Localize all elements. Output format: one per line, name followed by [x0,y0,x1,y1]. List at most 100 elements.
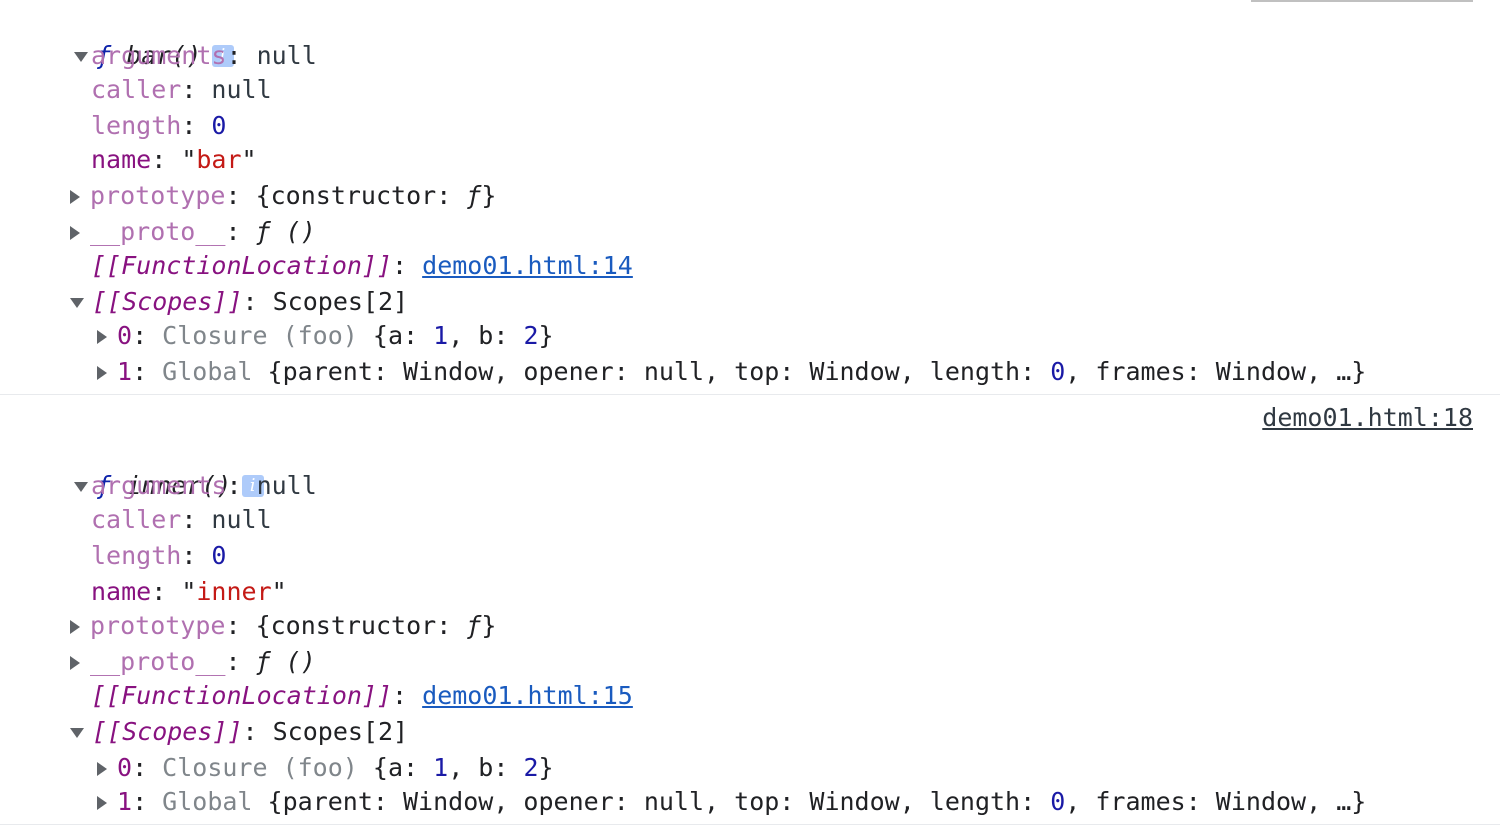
prop-key: prototype [90,181,226,210]
prop-key: [[Scopes]] [92,717,243,746]
scope-body: {a: [372,753,434,782]
expanded-triangle-icon[interactable] [74,482,89,492]
function-header-inner[interactable]: ƒ inner() i [44,432,264,500]
prop-value: {constructor: [255,611,467,640]
scope-body: {a: [372,321,434,350]
scope-value: 2 [523,753,539,782]
function-symbol: ƒ [96,41,112,70]
function-symbol: ƒ [466,611,482,640]
prop-key: __proto__ [90,647,226,676]
scope-index: 1 [117,357,133,386]
prop-value: {constructor: [255,181,467,210]
collapsed-triangle-icon[interactable] [97,366,107,380]
prop-proto[interactable]: __proto__: ƒ () [70,644,316,680]
scope-body-end: , frames: Window, …} [1065,357,1367,386]
prop-value: null [211,75,272,104]
function-location-link[interactable]: demo01.html:14 [422,251,633,280]
console-message-divider [0,394,1500,395]
collapsed-triangle-icon[interactable] [97,762,107,776]
scope-index: 0 [117,753,133,782]
scope-body-end: } [538,753,554,782]
function-name: bar() [126,41,202,70]
prop-value: inner [196,577,272,606]
prop-value: 0 [211,541,227,570]
scope-global[interactable]: 1: Global {parent: Window, opener: null,… [97,354,1366,390]
prop-key: arguments [91,471,227,500]
scope-value: 1 [433,321,449,350]
prop-value: null [211,505,272,534]
scope-body: {parent: Window, opener: null, top: Wind… [267,357,1051,386]
collapsed-triangle-icon[interactable] [97,330,107,344]
prop-arguments: arguments: null [91,471,317,500]
scope-closure[interactable]: 0: Closure (foo) {a: 1, b: 2} [97,750,554,786]
info-icon[interactable]: i [241,475,264,497]
prop-value: Scopes[2] [272,287,409,316]
prop-caller: caller: null [91,75,272,104]
expanded-triangle-icon[interactable] [70,728,84,738]
prop-value-end: } [481,181,497,210]
prop-key: caller [91,75,182,104]
console-message-divider [0,824,1500,825]
info-icon[interactable]: i [211,45,234,67]
prop-key: name [91,577,152,606]
prop-function-location: [[FunctionLocation]]: demo01.html:15 [91,681,633,710]
scope-value: 1 [433,753,449,782]
prop-value: 0 [211,111,227,140]
prop-name: name: "inner" [91,577,287,606]
prop-key: __proto__ [90,217,226,246]
prop-key: caller [91,505,182,534]
scope-body-end: } [538,321,554,350]
prop-value: ƒ () [255,647,316,676]
scope-type: Global [162,787,253,816]
prop-function-location: [[FunctionLocation]]: demo01.html:14 [91,251,633,280]
function-header-bar[interactable]: ƒ bar() i [44,2,234,70]
previous-source-link-underline [1251,0,1473,2]
prop-prototype[interactable]: prototype: {constructor: ƒ} [70,178,496,214]
prop-value: bar [196,145,242,174]
prop-value: null [256,41,317,70]
scope-value: 2 [523,321,539,350]
prop-arguments: arguments: null [91,41,317,70]
scope-closure[interactable]: 0: Closure (foo) {a: 1, b: 2} [97,318,554,354]
collapsed-triangle-icon[interactable] [70,190,80,204]
prop-value: ƒ () [255,217,316,246]
scope-body: {parent: Window, opener: null, top: Wind… [267,787,1051,816]
scope-body: , b: [448,753,524,782]
scope-type: Closure (foo) [162,321,358,350]
scope-type: Global [162,357,253,386]
collapsed-triangle-icon[interactable] [97,796,107,810]
scope-type: Closure (foo) [162,753,358,782]
prop-proto[interactable]: __proto__: ƒ () [70,214,316,250]
collapsed-triangle-icon[interactable] [70,656,80,670]
prop-prototype[interactable]: prototype: {constructor: ƒ} [70,608,496,644]
function-symbol: ƒ [96,471,112,500]
source-link[interactable]: demo01.html:18 [1262,403,1473,432]
collapsed-triangle-icon[interactable] [70,226,80,240]
function-name: inner() [126,471,232,500]
scope-value: 0 [1050,357,1066,386]
function-location-link[interactable]: demo01.html:15 [422,681,633,710]
scope-index: 0 [117,321,133,350]
collapsed-triangle-icon[interactable] [70,620,80,634]
prop-name: name: "bar" [91,145,257,174]
prop-scopes[interactable]: [[Scopes]]: Scopes[2] [70,714,408,750]
prop-value: Scopes[2] [272,717,409,746]
scope-index: 1 [117,787,133,816]
prop-key: length [91,111,182,140]
prop-key: [[FunctionLocation]] [91,681,393,710]
scope-value: 0 [1050,787,1066,816]
prop-value-end: } [481,611,497,640]
scope-body-end: , frames: Window, …} [1065,787,1367,816]
function-symbol: ƒ [466,181,482,210]
expanded-triangle-icon[interactable] [70,298,84,308]
prop-key: [[Scopes]] [92,287,243,316]
expanded-triangle-icon[interactable] [74,52,89,62]
scope-global[interactable]: 1: Global {parent: Window, opener: null,… [97,784,1366,820]
prop-key: prototype [90,611,226,640]
prop-value: null [256,471,317,500]
prop-key: arguments [91,41,227,70]
prop-scopes[interactable]: [[Scopes]]: Scopes[2] [70,284,408,320]
prop-caller: caller: null [91,505,272,534]
prop-key: [[FunctionLocation]] [91,251,393,280]
prop-key: length [91,541,182,570]
